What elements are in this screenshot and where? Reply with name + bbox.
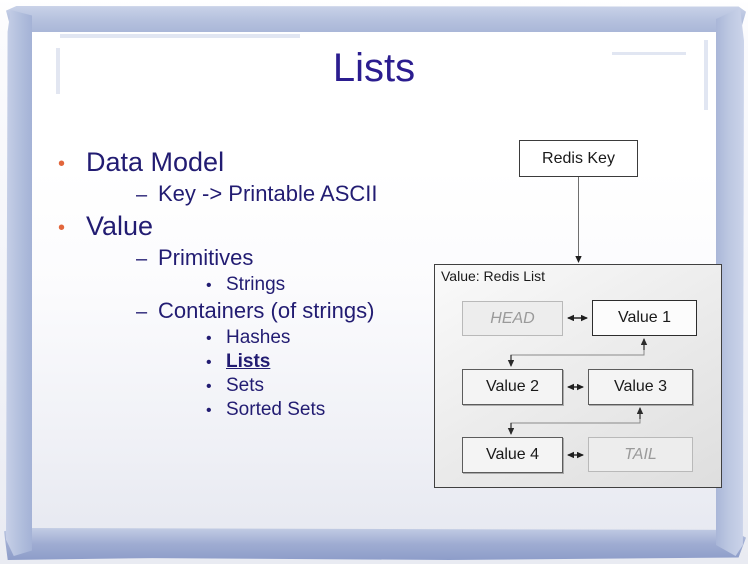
redis-key-box: Redis Key	[519, 140, 638, 177]
redis-key-label: Redis Key	[542, 149, 615, 167]
outline-item-label: Containers (of strings)	[158, 298, 375, 323]
outline-item-label: Hashes	[226, 327, 291, 348]
connector-value1-value2-path	[510, 348, 645, 362]
outline-list: •Data Model–Key -> Printable ASCII•Value…	[58, 146, 438, 423]
head-node-box: HEAD	[462, 301, 563, 336]
outline-item-label: Strings	[226, 274, 286, 295]
outline-item: • Value	[58, 210, 438, 241]
value1-node-box: Value 1	[592, 300, 697, 336]
outline-item-label: Lists	[226, 351, 271, 372]
outline-item-label: Sorted Sets	[226, 399, 326, 420]
outline-item: • Strings	[58, 274, 438, 296]
outline-item-label: Primitives	[158, 245, 254, 270]
outline-item-label: Key -> Printable ASCII	[158, 181, 378, 206]
bullet-marker-icon: –	[136, 248, 148, 270]
outline-item-label: Value	[86, 211, 154, 241]
connector-value3-value4-path	[510, 417, 641, 430]
bullet-marker-icon: •	[206, 330, 212, 347]
value4-node-label: Value 4	[485, 446, 540, 463]
bullet-marker-icon: •	[206, 378, 212, 395]
outline-item: • Sorted Sets	[58, 399, 438, 421]
value-container-label: Value: Redis List	[441, 268, 546, 284]
outline-item: –Key -> Printable ASCII	[58, 181, 438, 207]
bullet-marker-icon: •	[206, 354, 212, 371]
value3-node-box: Value 3	[588, 369, 693, 405]
value4-node-box: Value 4	[462, 437, 563, 473]
outline-item: –Containers (of strings)	[58, 298, 438, 324]
outline-item: • Data Model	[58, 146, 438, 177]
bullet-marker-icon: •	[206, 402, 212, 419]
value2-node-box: Value 2	[462, 369, 563, 405]
bullet-marker-icon: •	[58, 217, 66, 239]
value2-node-label: Value 2	[485, 378, 540, 395]
bullet-marker-icon: •	[58, 153, 66, 175]
tail-node-box: TAIL	[588, 437, 693, 472]
bullet-marker-icon: –	[136, 184, 148, 206]
page-title: Lists	[332, 46, 416, 90]
outline-item: • Hashes	[58, 327, 438, 349]
tail-node-label: TAIL	[624, 445, 657, 463]
value1-node-label: Value 1	[617, 309, 672, 326]
outline-item-label: Data Model	[86, 147, 225, 177]
bullet-marker-icon: •	[206, 277, 212, 294]
outline-item: –Primitives	[58, 245, 438, 271]
outline-item: • Lists	[58, 351, 438, 373]
head-node-label: HEAD	[490, 309, 535, 327]
outline-item: • Sets	[58, 375, 438, 397]
outline-item-label: Sets	[226, 375, 265, 396]
frame-band-left	[6, 10, 32, 556]
value3-node-label: Value 3	[613, 378, 668, 395]
bullet-marker-icon: –	[136, 301, 148, 323]
frame-band-top	[6, 6, 746, 32]
frame-band-bottom	[4, 528, 746, 560]
